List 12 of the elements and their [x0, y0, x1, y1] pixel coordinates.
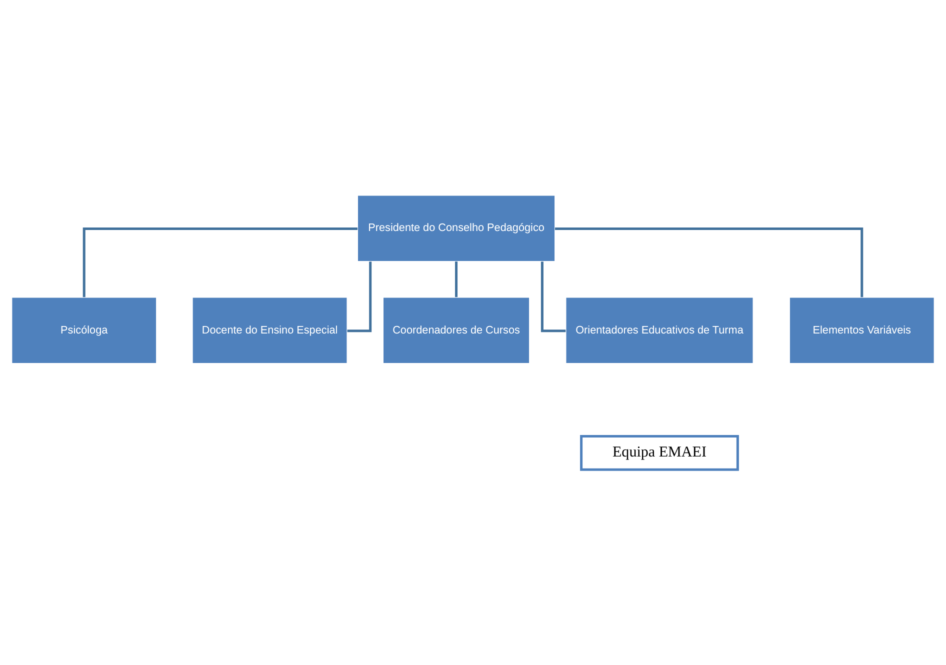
node-box: Orientadores Educativos de Turma: [565, 296, 754, 364]
connector: [347, 262, 372, 332]
node-box: Presidente do Conselho Pedagógico: [357, 194, 556, 262]
node-box: Elementos Variáveis: [789, 296, 935, 364]
connector: [455, 262, 458, 298]
node-box: Psicóloga: [11, 296, 157, 364]
node-box: Coordenadores de Cursos: [382, 296, 530, 364]
connector: [554, 228, 864, 298]
connector: [82, 228, 358, 298]
node-box: Docente do Ensino Especial: [192, 296, 348, 364]
node-box: Equipa EMAEI: [580, 434, 739, 471]
connector: [540, 262, 566, 332]
